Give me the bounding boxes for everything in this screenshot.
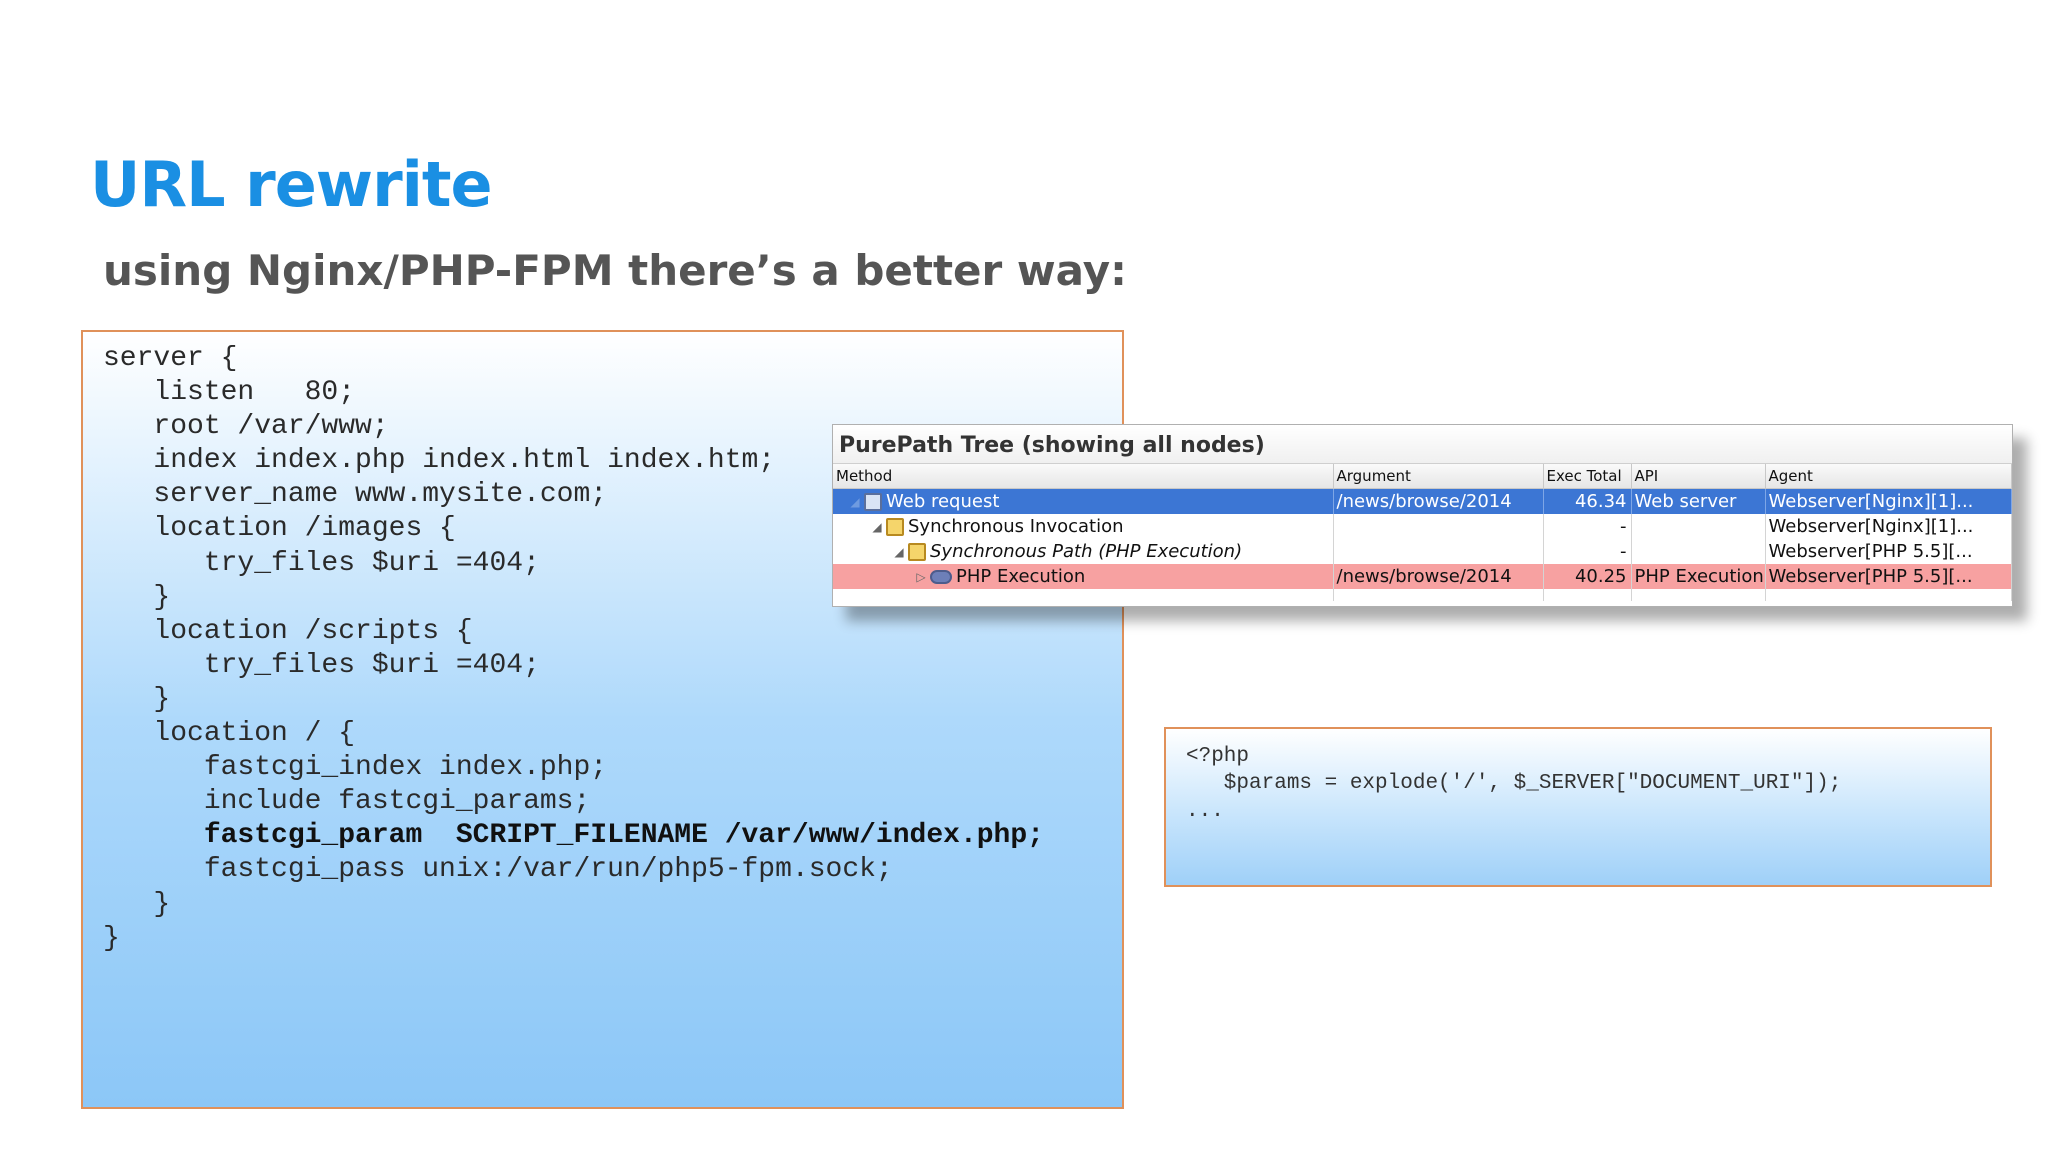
code-line: } [103, 888, 171, 920]
path-icon [908, 542, 926, 561]
slide-title: URL rewrite [90, 148, 493, 221]
column-header-argument[interactable]: Argument [1333, 464, 1544, 489]
purepath-header-row: Method Argument Exec Total API Agent [833, 464, 2012, 489]
api-cell [1631, 514, 1766, 539]
code-line: server { [103, 343, 238, 374]
purepath-table: Method Argument Exec Total API Agent ◢ W… [833, 464, 2012, 601]
code-line: $params = explode('/', $_SERVER["DOCUMEN… [1186, 772, 1842, 796]
tree-cell: ◢ Synchronous Path (PHP Execution) [836, 541, 1330, 562]
method-label: Web request [886, 491, 1000, 512]
purepath-tree-panel: PurePath Tree (showing all nodes) Method… [832, 424, 2013, 607]
code-line: location /images { [103, 513, 456, 545]
empty-row [833, 589, 2012, 601]
web-request-icon [864, 492, 882, 511]
code-line: server_name www.mysite.com; [103, 479, 608, 511]
collapse-toggle-icon[interactable]: ◢ [850, 494, 860, 509]
code-line: try_files $uri =404; [103, 547, 540, 579]
exec-total-cell: - [1543, 539, 1632, 564]
argument-cell [1333, 539, 1544, 564]
tree-row-php-execution[interactable]: ▷ PHP Execution /news/browse/2014 40.25 … [833, 564, 2012, 589]
tree-row-web-request[interactable]: ◢ Web request /news/browse/2014 46.34 We… [833, 488, 2012, 514]
collapse-toggle-icon[interactable]: ◢ [894, 544, 904, 559]
agent-cell: Webserver[Nginx][1]... [1765, 488, 2012, 514]
code-line: fastcgi_index index.php; [103, 752, 608, 784]
method-label: Synchronous Path (PHP Execution) [930, 541, 1243, 562]
code-line-highlighted: fastcgi_param SCRIPT_FILENAME /var/www/i… [103, 820, 1044, 852]
code-line: root /var/www; [103, 411, 389, 443]
expand-toggle-icon[interactable]: ▷ [916, 569, 926, 584]
code-line: include fastcgi_params; [103, 786, 591, 818]
tree-row-synchronous-path[interactable]: ◢ Synchronous Path (PHP Execution) - Web… [833, 539, 2012, 564]
agent-cell: Webserver[PHP 5.5][... [1765, 539, 2012, 564]
argument-cell [1333, 514, 1544, 539]
tree-cell: ◢ Synchronous Invocation [836, 516, 1330, 537]
php-code-box: <?php $params = explode('/', $_SERVER["D… [1164, 727, 1992, 887]
code-line: } [103, 683, 171, 715]
code-line: ... [1186, 799, 1224, 823]
method-label: Synchronous Invocation [908, 516, 1124, 537]
api-cell [1631, 539, 1766, 564]
purepath-title: PurePath Tree (showing all nodes) [833, 425, 2012, 464]
code-line: <?php [1186, 745, 1250, 768]
invocation-icon [886, 517, 904, 536]
column-header-exec-total[interactable]: Exec Total [1543, 464, 1632, 489]
method-cell: ◢ Synchronous Path (PHP Execution) [833, 539, 1334, 564]
api-cell: Web server [1631, 488, 1766, 514]
code-line: try_files $uri =404; [103, 649, 540, 681]
exec-total-cell: 46.34 [1543, 488, 1632, 514]
argument-cell: /news/browse/2014 [1333, 488, 1544, 514]
code-line: index index.php index.html index.htm; [103, 445, 776, 477]
method-cell: ▷ PHP Execution [833, 564, 1334, 589]
code-line: location /scripts { [103, 615, 473, 647]
api-cell: PHP Execution [1631, 564, 1766, 589]
tree-cell: ◢ Web request [836, 491, 1330, 512]
column-header-method[interactable]: Method [833, 464, 1334, 489]
exec-total-cell: 40.25 [1543, 564, 1632, 589]
php-icon [930, 569, 952, 584]
agent-cell: Webserver[Nginx][1]... [1765, 514, 2012, 539]
column-header-agent[interactable]: Agent [1765, 464, 2012, 489]
method-label: PHP Execution [956, 566, 1086, 587]
code-line: } [103, 581, 171, 613]
code-line: } [103, 922, 120, 954]
slide-subtitle: using Nginx/PHP-FPM there’s a better way… [103, 246, 1127, 295]
exec-total-cell: - [1543, 514, 1632, 539]
column-header-api[interactable]: API [1631, 464, 1766, 489]
collapse-toggle-icon[interactable]: ◢ [872, 519, 882, 534]
code-line: location / { [103, 718, 356, 750]
code-line: fastcgi_pass unix:/var/run/php5-fpm.sock… [103, 854, 893, 886]
method-cell: ◢ Web request [833, 488, 1334, 514]
agent-cell: Webserver[PHP 5.5][... [1765, 564, 2012, 589]
tree-cell: ▷ PHP Execution [836, 566, 1330, 587]
tree-row-synchronous-invocation[interactable]: ◢ Synchronous Invocation - Webserver[Ngi… [833, 514, 2012, 539]
argument-cell: /news/browse/2014 [1333, 564, 1544, 589]
code-line: listen 80; [103, 377, 356, 409]
method-cell: ◢ Synchronous Invocation [833, 514, 1334, 539]
